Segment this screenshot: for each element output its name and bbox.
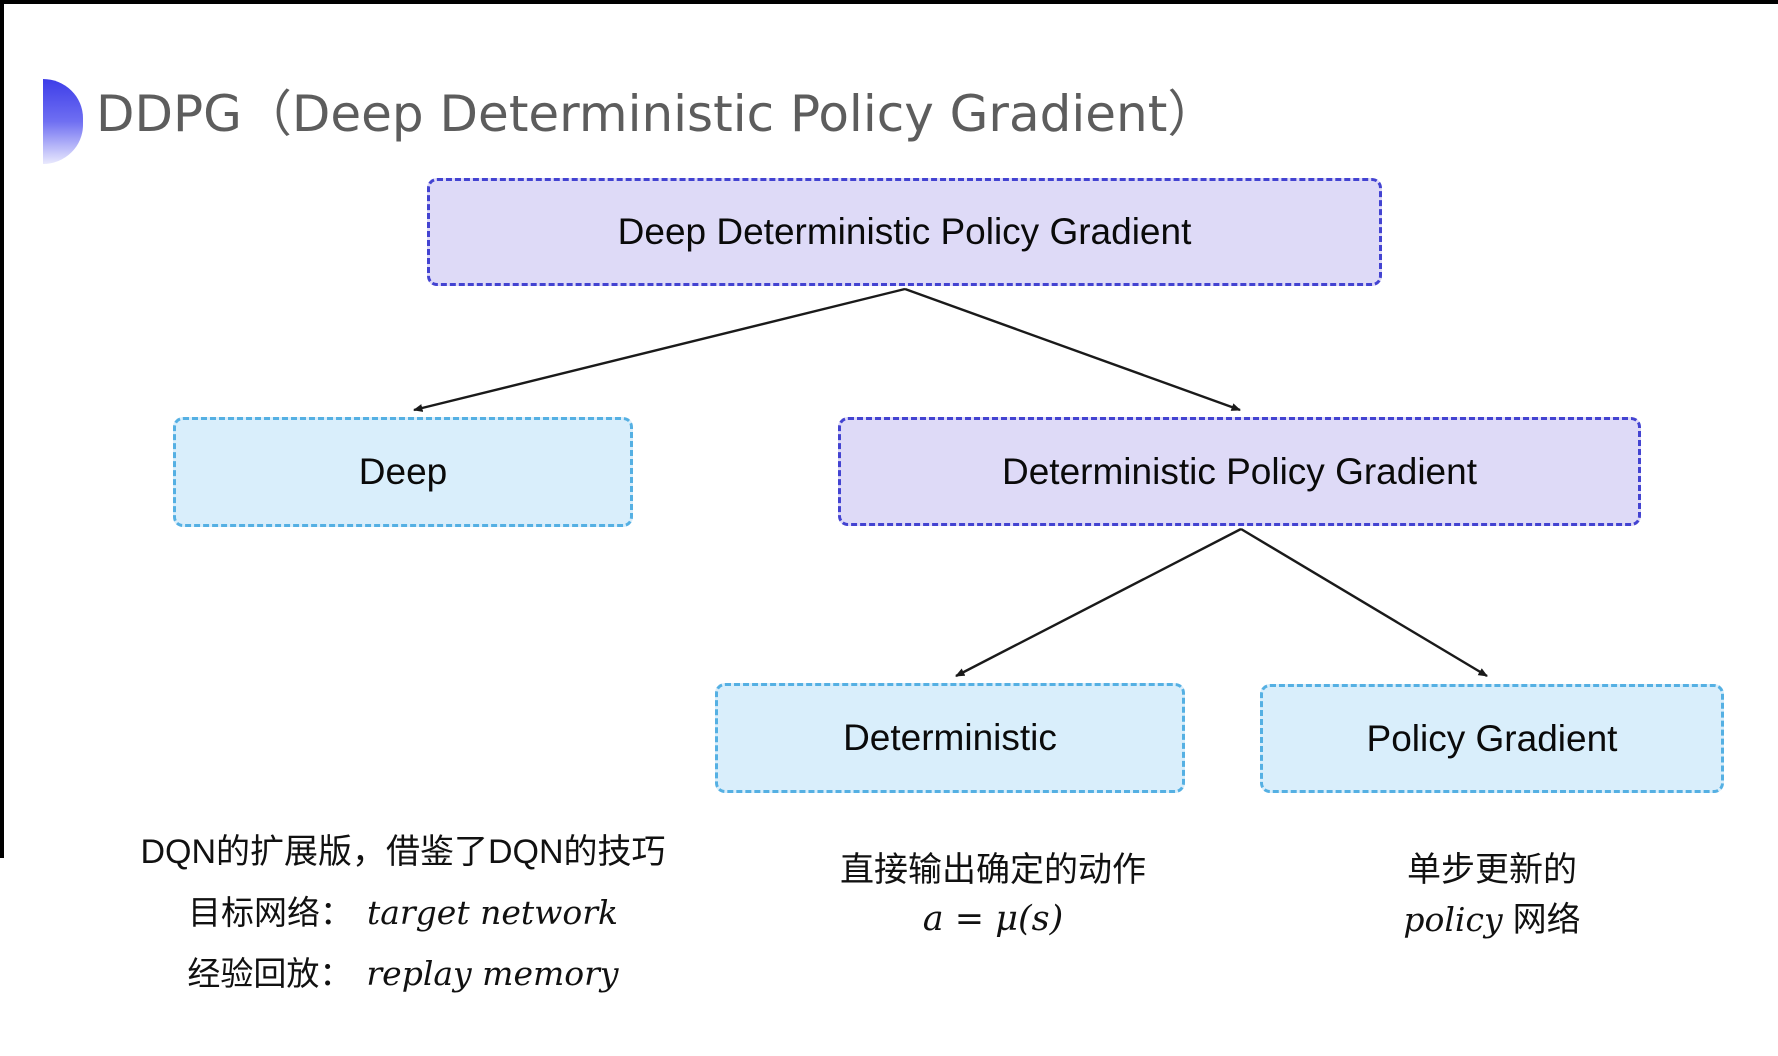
node-deterministic-label: Deterministic bbox=[843, 717, 1057, 758]
left-edge-bar bbox=[0, 0, 4, 858]
node-root: Deep Deterministic Policy Gradient bbox=[427, 178, 1382, 286]
slide-title: DDPG（Deep Deterministic Policy Gradient） bbox=[96, 85, 1218, 143]
note-policy-gradient-word-zh: 网络 bbox=[1512, 901, 1581, 939]
note-policy-gradient-line1: 单步更新的 bbox=[1407, 851, 1577, 889]
arrow-root-to-dpg bbox=[904, 287, 1241, 412]
node-policy-gradient: Policy Gradient bbox=[1260, 684, 1724, 793]
note-deterministic-formula: a = μ(s) bbox=[922, 899, 1064, 939]
note-deterministic-line1: 直接输出确定的动作 bbox=[840, 851, 1146, 889]
note-deep: DQN的扩展版，借鉴了DQN的技巧 目标网络： target network 经验… bbox=[125, 830, 681, 996]
note-deep-line1: DQN的扩展版，借鉴了DQN的技巧 bbox=[140, 833, 666, 871]
node-dpg-label: Deterministic Policy Gradient bbox=[1002, 450, 1477, 492]
node-deterministic-policy-gradient: Deterministic Policy Gradient bbox=[838, 417, 1641, 526]
node-policy-gradient-label: Policy Gradient bbox=[1366, 717, 1618, 759]
arrow-dpg-to-deterministic bbox=[955, 527, 1242, 678]
arrow-root-to-deep bbox=[413, 287, 906, 412]
top-edge-bar bbox=[0, 0, 1778, 4]
note-deep-target-label: 目标网络： bbox=[187, 894, 353, 931]
note-policy-gradient-word-en: policy bbox=[1403, 900, 1503, 939]
note-deep-replay-line: 经验回放： replay memory bbox=[125, 952, 681, 996]
title-bullet-icon bbox=[43, 79, 83, 164]
node-deep: Deep bbox=[173, 417, 633, 527]
note-deep-target-value: target network bbox=[366, 893, 619, 932]
node-deterministic: Deterministic bbox=[715, 683, 1185, 793]
arrow-dpg-to-policy-gradient bbox=[1240, 527, 1488, 678]
node-deep-label: Deep bbox=[358, 451, 448, 492]
node-root-label: Deep Deterministic Policy Gradient bbox=[617, 211, 1192, 252]
note-deep-replay-label: 经验回放： bbox=[187, 955, 353, 992]
note-deterministic: 直接输出确定的动作 a = μ(s) bbox=[760, 848, 1226, 940]
note-deep-target-line: 目标网络： target network bbox=[125, 891, 681, 935]
note-deep-replay-value: replay memory bbox=[366, 954, 619, 993]
